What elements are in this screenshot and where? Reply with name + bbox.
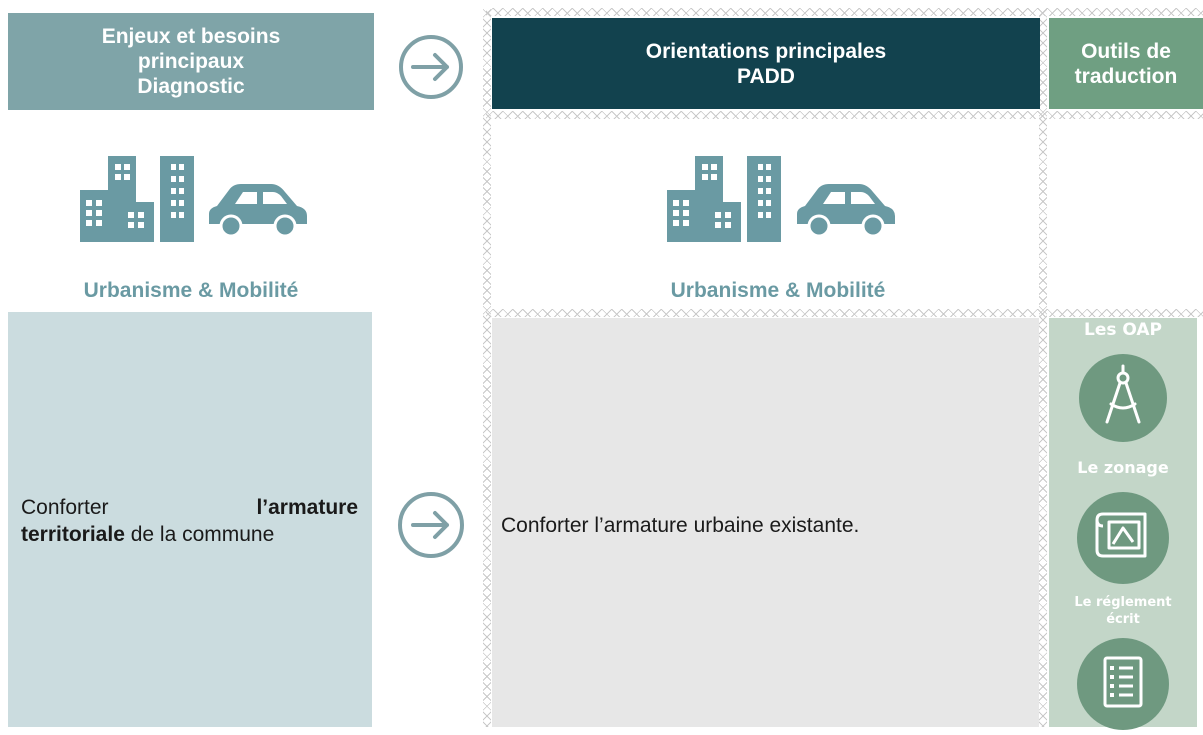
header-orientations-line2: PADD xyxy=(737,64,795,88)
header-enjeux: Enjeux et besoins principaux Diagnostic xyxy=(8,13,374,110)
document-list-icon xyxy=(1103,656,1143,708)
compass-icon xyxy=(1105,364,1141,424)
car-icon xyxy=(209,184,307,238)
arrow-right-icon xyxy=(399,35,463,99)
theme-label-middle: Urbanisme & Mobilité xyxy=(670,279,886,302)
header-orientations-line1: Orientations principales xyxy=(645,39,887,63)
header-enjeux-line2: principaux xyxy=(137,50,245,73)
tools-cell: Les OAP Le zonage Le réglement écrit xyxy=(1049,318,1197,730)
table-border-middle xyxy=(1039,8,1047,727)
orientation-cell: Conforter l’armature urbaine existante. xyxy=(492,318,1039,727)
tool-reglement xyxy=(1077,638,1169,730)
header-enjeux-line3: Diagnostic xyxy=(137,75,245,98)
arrow-right-icon xyxy=(398,492,464,558)
header-orientations: Orientations principales PADD xyxy=(492,18,1040,109)
theme-label-left: Urbanisme & Mobilité xyxy=(83,279,299,302)
enjeu-word-conforter: Conforter xyxy=(21,496,109,519)
enjeu-word-commune: de la commune xyxy=(124,523,275,546)
tool-label-reglement-line1: Le réglement xyxy=(1074,595,1172,610)
tool-label-reglement: Le réglement écrit xyxy=(1049,594,1197,628)
tool-label-zonage: Le zonage xyxy=(1077,458,1169,477)
enjeu-word-territoriale: territoriale xyxy=(21,523,125,546)
tool-label-oap: Les OAP xyxy=(1083,320,1162,340)
car-icon xyxy=(797,184,895,238)
header-outils-line2: traduction xyxy=(1074,64,1178,88)
enjeu-word-armature: l’armature xyxy=(256,496,358,519)
header-enjeux-line1: Enjeux et besoins xyxy=(101,25,281,48)
tool-label-reglement-line2: écrit xyxy=(1106,612,1140,627)
table-border-top xyxy=(486,8,1203,16)
table-border-left xyxy=(483,8,491,727)
enjeu-text: Conforter l’armature territoriale de la … xyxy=(21,494,358,548)
enjeu-cell: Conforter l’armature territoriale de la … xyxy=(8,312,372,727)
header-outils: Outils de traduction xyxy=(1049,18,1203,109)
tool-zonage xyxy=(1077,492,1169,584)
orientation-text: Conforter l’armature urbaine existante. xyxy=(501,514,860,537)
table-border-row-top xyxy=(486,309,1203,317)
header-outils-line1: Outils de xyxy=(1081,39,1171,63)
table-border-header-bottom xyxy=(486,111,1203,119)
map-icon xyxy=(1095,512,1147,558)
tool-oap xyxy=(1079,354,1167,442)
buildings-icon xyxy=(667,156,781,242)
buildings-icon xyxy=(80,156,194,242)
